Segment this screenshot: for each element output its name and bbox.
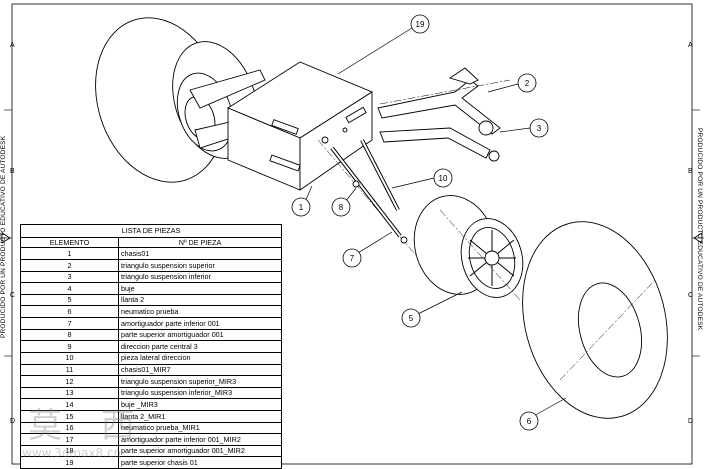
- edu-stamp-right: PRODUCIDO POR UN PRODUCTO EDUCATIVO DE A…: [696, 128, 703, 331]
- svg-text:5: 5: [409, 314, 414, 323]
- part-name: chasis01_MIR7: [118, 363, 282, 377]
- element-number: 11: [20, 363, 119, 377]
- balloon-3: 3: [529, 118, 549, 138]
- balloon-19: 19: [410, 14, 430, 34]
- svg-text:8: 8: [339, 203, 344, 212]
- svg-text:1: 1: [299, 203, 304, 212]
- sheet-border: [11, 3, 693, 465]
- svg-text:3: 3: [537, 124, 542, 133]
- element-number: 3: [20, 270, 119, 284]
- part-name: amortiguador parte inferior 001: [118, 317, 282, 330]
- parts-list-title: LISTA DE PIEZAS: [20, 224, 282, 238]
- element-number: 4: [20, 282, 119, 295]
- part-name: amortiguador parte inferior 001_MIR2: [118, 433, 282, 446]
- part-name: buje: [118, 282, 282, 295]
- part-name: llanta 2: [118, 293, 282, 307]
- zone-left-b: B: [10, 168, 15, 175]
- balloon-10: 10: [433, 168, 453, 188]
- element-number: 12: [20, 375, 119, 388]
- part-name: parte superior amortiguador 001: [118, 328, 282, 342]
- part-name: triangulo suspension superior: [118, 259, 282, 272]
- element-number: 1: [20, 247, 119, 260]
- watermark-logo: 莫 西: [28, 406, 149, 446]
- element-number: 13: [20, 386, 119, 400]
- svg-text:2: 2: [525, 79, 530, 88]
- edu-stamp-left: PRODUCIDO POR UN PRODUCTO EDUCATIVO DE A…: [0, 135, 7, 338]
- part-name: triangulo suspension inferior_MIR3: [118, 386, 282, 400]
- balloon-5: 5: [401, 308, 421, 328]
- part-name: llanta 2_MIR1: [118, 409, 282, 423]
- part-name: parte superior chasis 01: [118, 456, 282, 469]
- balloon-7: 7: [342, 248, 362, 268]
- zone-left-c: C: [10, 292, 16, 299]
- col-elemento-header: ELEMENTO: [20, 236, 119, 249]
- zone-right-c: C: [688, 292, 694, 299]
- element-number: 6: [20, 305, 119, 319]
- element-number: 19: [20, 456, 119, 469]
- element-number: 8: [20, 328, 119, 342]
- svg-text:7: 7: [350, 254, 355, 263]
- zone-left-d: D: [10, 418, 16, 425]
- balloon-1: 1: [291, 197, 311, 217]
- zone-left-a: A: [10, 42, 15, 49]
- part-name: neumatico prueba_MIR1: [118, 421, 282, 435]
- tire-right-bore: [578, 282, 642, 378]
- upper-wishbone: [377, 79, 501, 135]
- part-name: pieza lateral direccion: [118, 351, 282, 365]
- zone-right-b: B: [688, 168, 693, 175]
- lower-wishbone: [379, 127, 491, 159]
- element-number: 10: [20, 351, 119, 365]
- part-name: triangulo suspension inferior: [118, 270, 282, 284]
- balloon-6: 6: [519, 411, 539, 431]
- element-number: 7: [20, 317, 119, 330]
- zone-right-a: A: [688, 42, 693, 49]
- element-number: 2: [20, 259, 119, 272]
- part-name: triangulo suspension superior_MIR3: [118, 375, 282, 388]
- svg-text:10: 10: [439, 174, 448, 183]
- col-pieza-header: Nº DE PIEZA: [118, 236, 282, 249]
- element-number: 9: [20, 340, 119, 353]
- balloon-8: 8: [331, 197, 351, 217]
- part-name: direccion parte central 3: [118, 340, 282, 353]
- ball-joint-lower: [488, 150, 500, 162]
- ball-joint-upper: [478, 120, 494, 136]
- balloon-2: 2: [517, 73, 537, 93]
- part-name: chasis01: [118, 247, 282, 260]
- part-name: parte superior amortiguador 001_MIR2: [118, 444, 282, 458]
- element-number: 5: [20, 293, 119, 307]
- part-name: buje _MIR3: [118, 398, 282, 411]
- zone-right-d: D: [688, 418, 694, 425]
- exploded-assembly: [95, 17, 668, 419]
- watermark-url: www.3dmax8.cn: [22, 446, 122, 460]
- svg-text:19: 19: [416, 20, 425, 29]
- svg-text:6: 6: [527, 417, 532, 426]
- part-name: neumatico prueba: [118, 305, 282, 319]
